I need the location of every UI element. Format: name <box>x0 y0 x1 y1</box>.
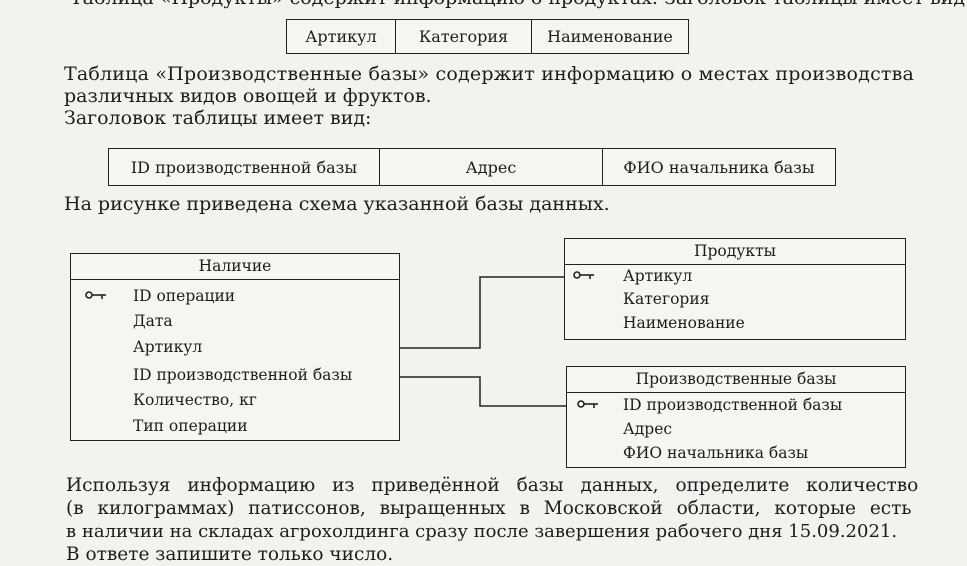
link-availability-bases <box>398 376 566 407</box>
entity-field: Адрес <box>623 420 673 438</box>
entity-field: ID производственной базы <box>133 366 353 384</box>
products-header-table: Артикул Категория Наименование <box>286 19 689 54</box>
entity-field: Тип операции <box>133 417 248 435</box>
question-line: (в килограммах) патиссонов, выращенных в… <box>66 498 912 519</box>
entity-title: Наличие <box>71 254 399 280</box>
bases-header-table: ID производственной базы Адрес ФИО начал… <box>108 148 836 186</box>
bases-paragraph-line: различных видов овощей и фруктов. <box>64 85 432 107</box>
products-header-cell: Категория <box>396 20 532 53</box>
entity-title: Производственные базы <box>567 367 905 393</box>
schema-caption: На рисунке приведена схема указанной баз… <box>64 193 610 215</box>
primary-key-icon <box>85 291 106 299</box>
question-line: В ответе запишите только число. <box>66 544 394 565</box>
entity-field: Артикул <box>133 338 203 356</box>
entity-field: Наименование <box>623 314 745 332</box>
entity-products: Продукты Артикул Категория Наименование <box>564 238 906 340</box>
primary-key-icon <box>577 400 598 408</box>
top-cut-text: Таблица «Продукты» содержит информацию о… <box>70 0 967 9</box>
entity-field: Категория <box>623 290 710 308</box>
entity-field: Дата <box>133 312 173 330</box>
bases-paragraph-line: Заголовок таблицы имеет вид: <box>64 107 372 129</box>
bases-header-cell: ФИО начальника базы <box>623 157 815 177</box>
entity-field: Артикул <box>623 267 693 285</box>
products-header-cell: Артикул <box>287 20 396 53</box>
bases-paragraph-line: Таблица «Производственные базы» содержит… <box>64 63 915 85</box>
products-header-cell: Наименование <box>547 27 673 46</box>
entity-bases: Производственные базы ID производственно… <box>566 366 906 468</box>
entity-availability: Наличие ID операции Дата Артикул ID прои… <box>70 253 400 441</box>
bases-header-cell: Адрес <box>380 149 603 185</box>
link-availability-products <box>398 276 564 349</box>
primary-key-icon <box>573 271 594 279</box>
entity-field: ID производственной базы <box>623 396 843 414</box>
entity-field: Количество, кг <box>133 391 257 409</box>
question-line: Используя информацию из приведённой базы… <box>66 475 919 496</box>
entity-field: ФИО начальника базы <box>623 444 809 462</box>
entity-title: Продукты <box>565 239 905 265</box>
question-line: в наличии на складах агрохолдинга сразу … <box>66 521 898 542</box>
entity-field: ID операции <box>133 287 236 305</box>
bases-header-cell: ID производственной базы <box>109 149 380 185</box>
